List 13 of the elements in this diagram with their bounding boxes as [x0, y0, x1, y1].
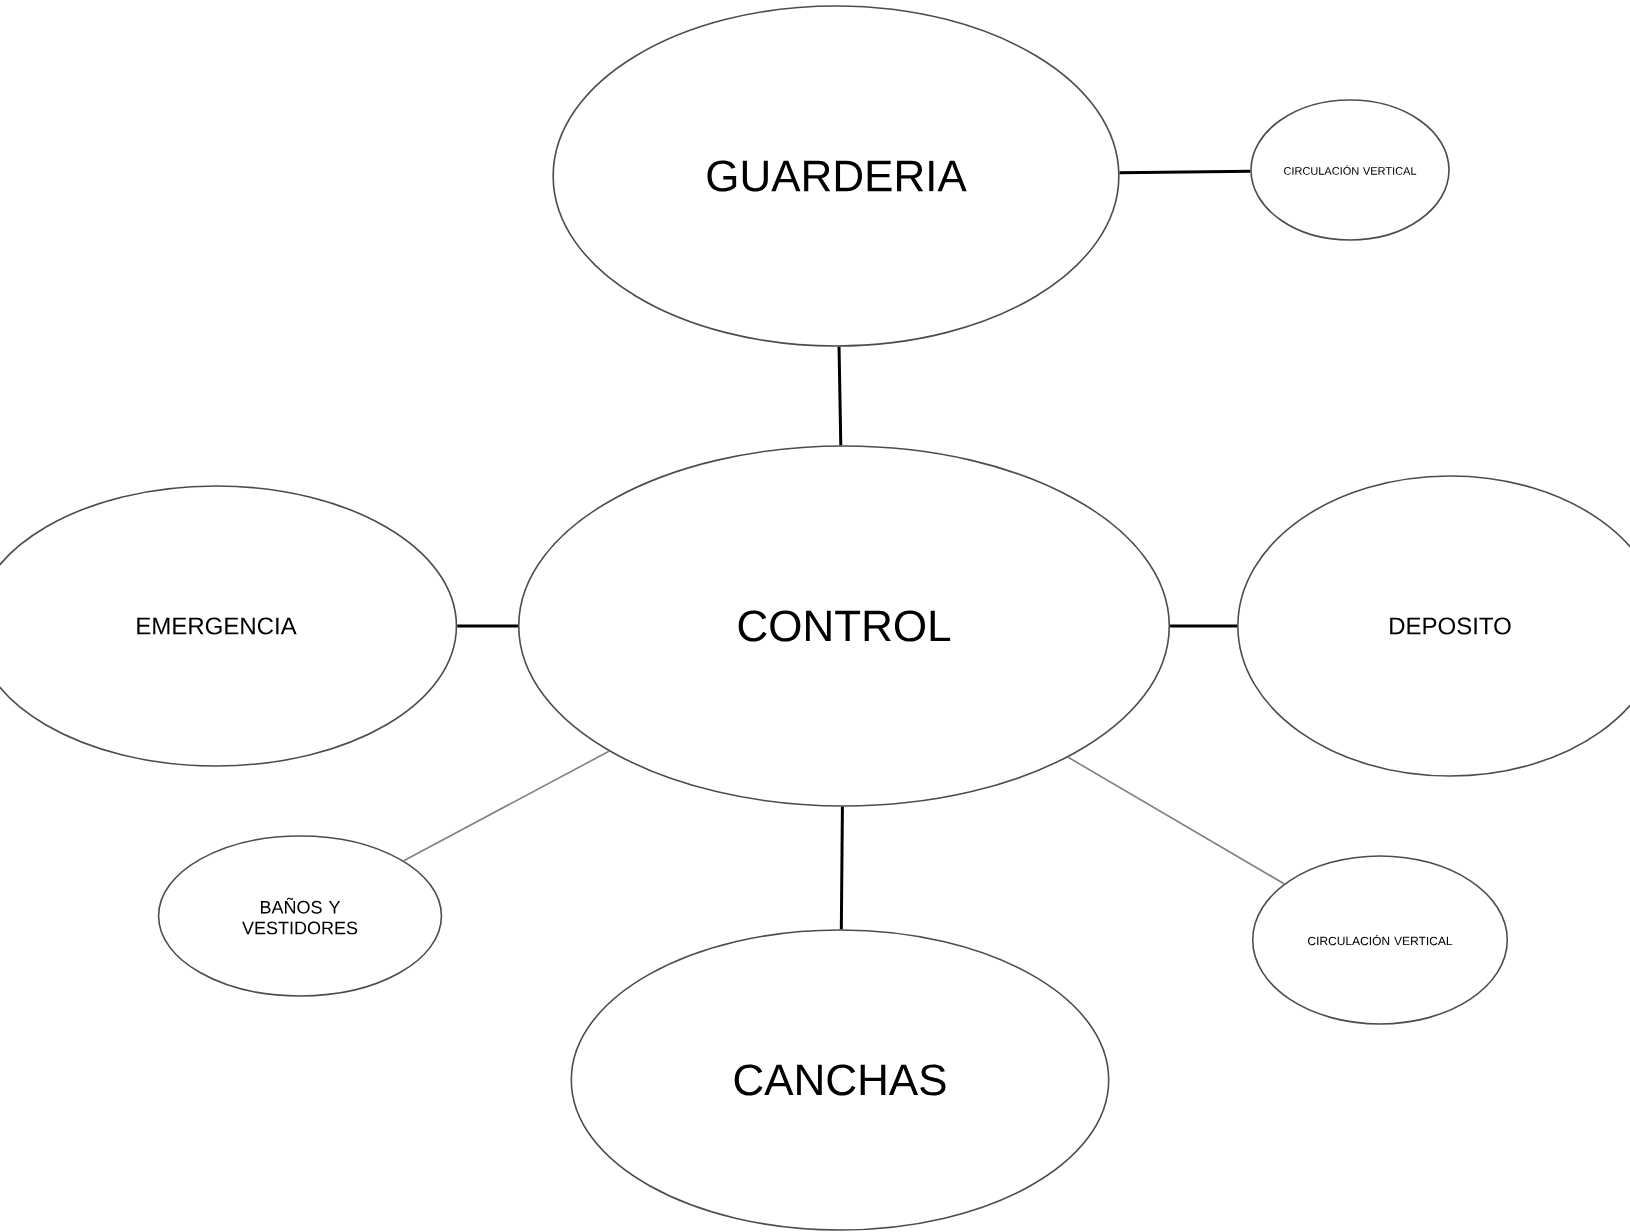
bubble: CONTROL — [517, 445, 1171, 807]
bubble: GUARDERIA — [552, 5, 1120, 347]
connector-line — [837, 346, 843, 446]
bubble: CANCHAS — [570, 929, 1110, 1231]
connector-line — [1067, 756, 1285, 885]
bubble: EMERGENCIA — [0, 485, 458, 767]
bubble: BAÑOS Y VESTIDORES — [157, 835, 443, 997]
connector-line — [1119, 169, 1251, 175]
connector-line — [457, 624, 518, 628]
connector-line — [1170, 624, 1238, 628]
bubble: DEPOSITO — [1237, 475, 1630, 777]
connector-line — [839, 806, 844, 930]
connector-line — [402, 750, 610, 862]
